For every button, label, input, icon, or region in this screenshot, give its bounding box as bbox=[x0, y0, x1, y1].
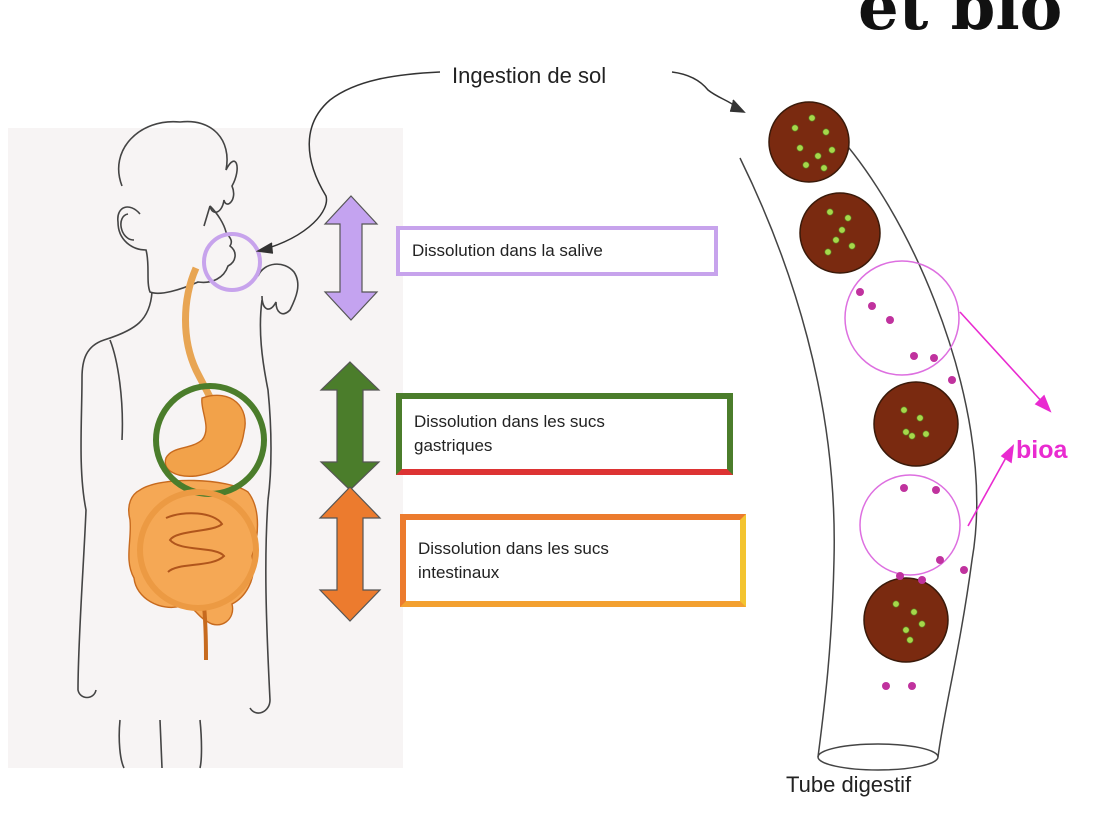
soil-particles bbox=[769, 102, 960, 662]
soil-particle bbox=[864, 578, 948, 662]
green-grain bbox=[803, 162, 809, 168]
green-grain bbox=[919, 621, 925, 627]
green-grain bbox=[827, 209, 833, 215]
dissolution-circle bbox=[845, 261, 959, 375]
rectum-shape bbox=[204, 606, 206, 660]
partial-title: et bio bbox=[858, 0, 1062, 45]
dissolved-dot bbox=[868, 302, 876, 310]
green-grain bbox=[893, 601, 899, 607]
tube-arrowhead-icon bbox=[730, 100, 744, 112]
dissolved-dot bbox=[918, 576, 926, 584]
bioa-arrow-lower bbox=[968, 454, 1008, 526]
soil-particle bbox=[800, 193, 880, 273]
dissolved-dot bbox=[936, 556, 944, 564]
dissolved-dot bbox=[886, 316, 894, 324]
green-grain bbox=[829, 147, 835, 153]
bioa-arrowhead-lower-icon bbox=[1002, 446, 1013, 462]
ingestion-arrow-to-tube bbox=[672, 72, 738, 108]
green-grain bbox=[911, 609, 917, 615]
bioa-label: bioa bbox=[1016, 436, 1067, 465]
green-grains bbox=[792, 115, 929, 643]
dissolved-dot bbox=[960, 566, 968, 574]
dissolved-dot bbox=[932, 486, 940, 494]
intestinal-stage-label-line2: intestinaux bbox=[418, 561, 728, 585]
dissolved-dot bbox=[908, 682, 916, 690]
tube-opening bbox=[818, 744, 938, 770]
green-grain bbox=[821, 165, 827, 171]
dissolved-dot bbox=[882, 682, 890, 690]
dissolution-circle bbox=[860, 475, 960, 575]
intestinal-stage-label-line1: Dissolution dans les sucs bbox=[418, 537, 728, 561]
green-grain bbox=[903, 627, 909, 633]
dissolved-dot bbox=[930, 354, 938, 362]
green-grain bbox=[797, 145, 803, 151]
green-grain bbox=[901, 407, 907, 413]
green-grain bbox=[809, 115, 815, 121]
saliva-stage-box: Dissolution dans la salive bbox=[396, 226, 718, 276]
soil-particle bbox=[769, 102, 849, 182]
bioa-arrow-upper bbox=[960, 312, 1044, 404]
green-grain bbox=[825, 249, 831, 255]
green-grain bbox=[792, 125, 798, 131]
saliva-stage-label: Dissolution dans la salive bbox=[412, 239, 702, 263]
green-grain bbox=[823, 129, 829, 135]
dissolved-dot bbox=[948, 376, 956, 384]
tube-label: Tube digestif bbox=[786, 772, 911, 798]
dissolved-dot bbox=[896, 572, 904, 580]
green-grain bbox=[917, 415, 923, 421]
dissolved-dot bbox=[910, 352, 918, 360]
green-grain bbox=[909, 433, 915, 439]
green-grain bbox=[907, 637, 913, 643]
green-grain bbox=[923, 431, 929, 437]
gastric-stage-box: Dissolution dans les sucs gastriques bbox=[396, 393, 733, 475]
green-grain bbox=[833, 237, 839, 243]
soil-particle bbox=[874, 382, 958, 466]
gastric-stage-label-line2: gastriques bbox=[414, 434, 715, 458]
ingestion-label: Ingestion de sol bbox=[452, 63, 606, 89]
green-grain bbox=[839, 227, 845, 233]
green-grain bbox=[815, 153, 821, 159]
green-grain bbox=[849, 243, 855, 249]
green-grain bbox=[845, 215, 851, 221]
bioa-arrows bbox=[960, 312, 1050, 526]
dissolved-dot bbox=[900, 484, 908, 492]
dissolved-dot bbox=[856, 288, 864, 296]
green-grain bbox=[903, 429, 909, 435]
gastric-stage-label-line1: Dissolution dans les sucs bbox=[414, 410, 715, 434]
intestinal-stage-box: Dissolution dans les sucs intestinaux bbox=[400, 514, 746, 607]
